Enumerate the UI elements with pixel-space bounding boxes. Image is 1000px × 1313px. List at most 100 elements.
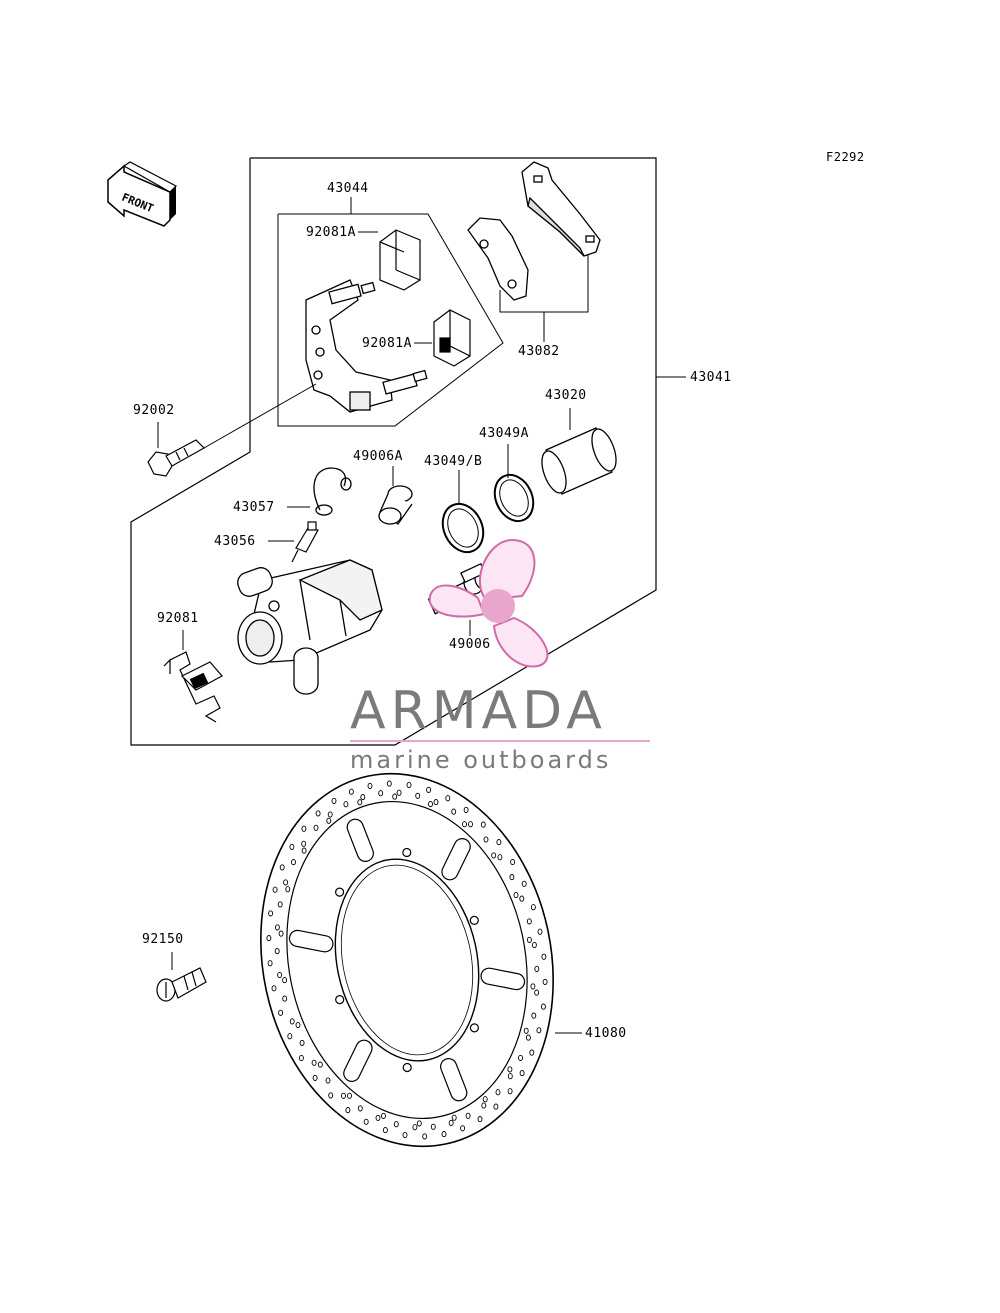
disc-hole <box>312 1074 318 1081</box>
disc-hole <box>386 780 392 787</box>
disc-hole <box>534 989 540 996</box>
label-92081: 92081 <box>157 611 199 626</box>
label-43041: 43041 <box>690 370 732 385</box>
disc-hole <box>482 1096 488 1103</box>
disc-hole <box>341 1092 346 1099</box>
label-92002: 92002 <box>133 403 175 418</box>
disc-hole <box>285 886 291 893</box>
disc-hole <box>530 983 536 990</box>
disc-hole <box>541 953 547 960</box>
brake-disc-41080 <box>260 772 554 1148</box>
disc-hole <box>347 1092 352 1099</box>
disc-hole <box>268 910 274 917</box>
disc-hole <box>477 1116 483 1123</box>
disc-hole <box>331 797 337 804</box>
label-43044: 43044 <box>327 181 369 196</box>
disc-hole <box>415 792 421 799</box>
disc-hole <box>433 799 439 806</box>
disc-hole <box>298 1054 304 1062</box>
screw-92150 <box>156 967 207 1002</box>
disc-hole <box>531 1012 537 1019</box>
disc-hole <box>277 971 283 979</box>
piston-43020 <box>541 427 617 495</box>
label-43049b: 43049/B <box>424 454 482 469</box>
disc-slot <box>441 838 471 881</box>
disc-hole <box>343 801 349 808</box>
disc-hole <box>530 904 536 911</box>
disc-hole <box>277 901 283 908</box>
disc-slot <box>480 967 526 991</box>
disc-hole <box>507 1073 513 1080</box>
bolt-92002 <box>147 383 317 477</box>
boot-49006a <box>378 485 413 525</box>
disc-hole <box>519 1070 525 1077</box>
disc-hole <box>402 1131 408 1139</box>
disc-hole <box>327 811 333 818</box>
disc-hole <box>367 782 373 789</box>
disc-hole <box>301 840 307 847</box>
bracket-outline-43044 <box>277 213 504 427</box>
disc-bolt-hole <box>402 847 412 858</box>
disc-hole <box>375 1114 381 1121</box>
disc-hole <box>509 874 515 881</box>
disc-hole <box>289 843 295 850</box>
brand-name: ARMADA <box>350 681 607 741</box>
disc-hole <box>497 854 503 861</box>
disc-hole <box>510 858 516 866</box>
disc-hole <box>382 1127 388 1134</box>
disc-hole <box>279 864 285 871</box>
seal-43049b <box>441 502 485 554</box>
disc-hole <box>483 836 489 843</box>
disc-hole <box>445 795 451 802</box>
label-43082: 43082 <box>518 344 560 359</box>
label-92081a-upper: 92081A <box>306 225 356 240</box>
disc-hole <box>289 1018 295 1025</box>
disc-hole <box>523 1027 529 1034</box>
disc-hole <box>274 924 280 931</box>
brand-tagline: marine outboards <box>350 746 611 774</box>
fitting-43057 <box>313 467 352 516</box>
disc-hole <box>392 793 398 800</box>
label-41080: 41080 <box>585 1026 627 1041</box>
disc-hole <box>326 817 332 824</box>
label-43056: 43056 <box>214 534 256 549</box>
disc-hole <box>460 1125 466 1132</box>
disc-hole <box>518 1054 523 1061</box>
disc-hole <box>301 847 307 854</box>
bleeder-valve-43056 <box>291 521 319 563</box>
label-43020: 43020 <box>545 388 587 403</box>
disc-slot <box>440 1058 468 1102</box>
disc-hole <box>282 977 288 984</box>
disc-bolt-hole <box>402 1062 412 1073</box>
assembly-outline-43041 <box>130 157 657 746</box>
disc-hole <box>422 1133 428 1140</box>
label-92081a-lower: 92081A <box>362 336 412 351</box>
label-43057: 43057 <box>233 500 275 515</box>
disc-hole <box>513 891 519 899</box>
armada-watermark: ARMADA marine outboards <box>350 538 650 774</box>
disc-hole <box>328 1092 334 1099</box>
disc-hole <box>462 821 467 828</box>
disc-hole <box>493 1103 499 1110</box>
brake-pad-front <box>467 217 529 301</box>
disc-hole <box>357 799 363 806</box>
disc-slot <box>346 818 374 862</box>
front-arrow-icon: FRONT <box>107 161 178 227</box>
disc-slot <box>288 929 334 953</box>
disc-hole <box>278 930 284 937</box>
disc-slot <box>343 1039 373 1082</box>
brake-pad-rear <box>521 161 601 257</box>
disc-hole <box>311 1059 317 1066</box>
disc-hole <box>396 789 402 796</box>
disc-hole <box>468 821 473 828</box>
disc-hole <box>531 941 537 949</box>
disc-hole <box>301 825 307 832</box>
pad-spring-lower <box>433 309 471 367</box>
disc-bolt-hole <box>469 1023 479 1033</box>
disc-hole <box>393 1121 399 1128</box>
disc-hole <box>360 794 366 801</box>
disc-hole <box>526 918 532 925</box>
disc-hole <box>381 1112 386 1119</box>
disc-bolt-hole <box>335 887 345 897</box>
disc-hole <box>480 821 486 828</box>
